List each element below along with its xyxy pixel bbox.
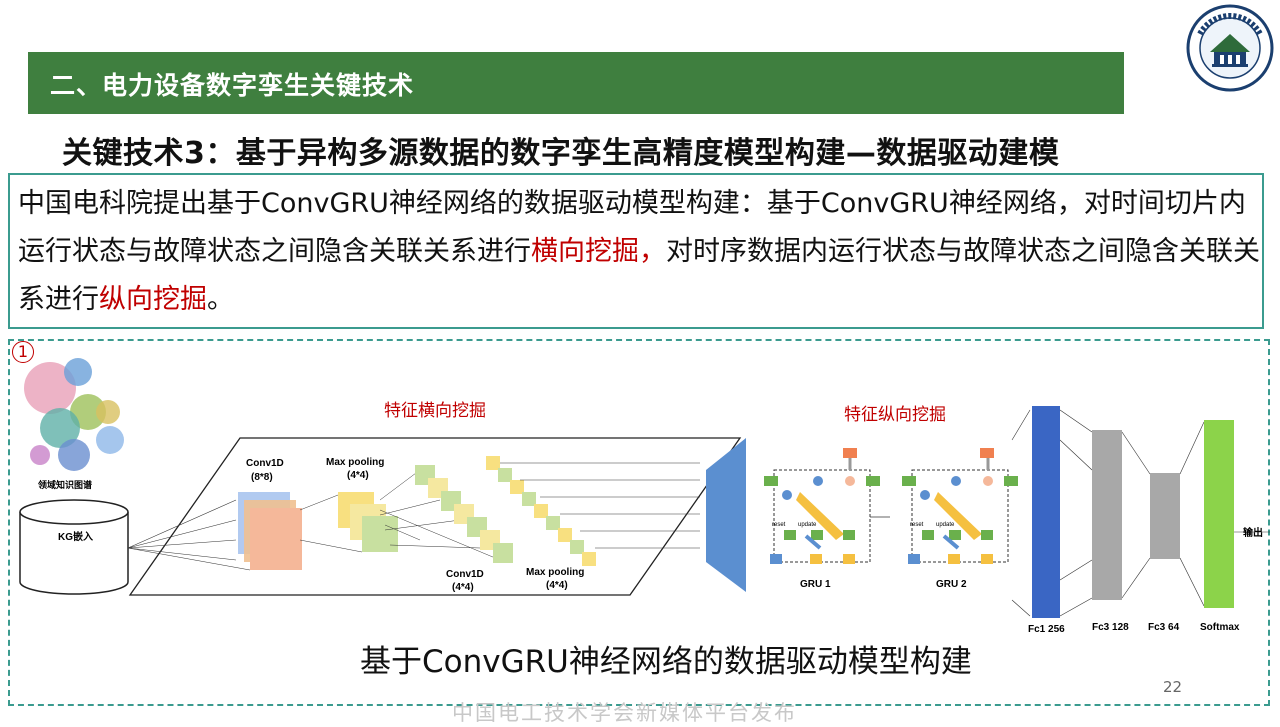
pool2-label: Max pooling: [526, 567, 584, 578]
description-part2: 对时序数据内运行状态与故障状态之间隐含关联关系进行: [18, 236, 1260, 315]
header-bar: [28, 52, 1124, 114]
gru2-label: GRU 2: [936, 579, 967, 590]
conv2-label: Conv1D: [446, 569, 484, 580]
gru1-reset: reset: [772, 522, 786, 528]
output-label: 输出: [1243, 526, 1263, 539]
pool1-feature-maps: [338, 492, 398, 552]
description-part3: 。: [207, 284, 234, 315]
description-box: [8, 173, 1264, 329]
softmax-label: Softmax: [1200, 622, 1240, 633]
fc3-64-label: Fc3 64: [1148, 622, 1180, 633]
horizontal-mining-title: 特征横向挖掘: [384, 401, 486, 420]
key-technology-title: 关键技术3：基于异构多源数据的数字孪生高精度模型构建—数据驱动建模: [62, 136, 1060, 171]
kg-label: 领域知识图谱: [38, 479, 92, 490]
description-text: 中国电科院提出基于ConvGRU神经网络的数据驱动模型构建：基于ConvGRU神…: [18, 180, 1262, 324]
gru2-update: update: [936, 522, 955, 528]
figure-caption: 基于ConvGRU神经网络的数据驱动模型构建: [360, 644, 972, 680]
pool2-size: (4*4): [546, 580, 568, 591]
fc1-layer: [1032, 406, 1060, 618]
conv1-label: Conv1D: [246, 458, 284, 469]
figure-frame: [8, 339, 1270, 706]
kg-embedding-cylinder: [19, 499, 129, 595]
gru1-update: update: [798, 522, 817, 528]
gru1-label: GRU 1: [800, 579, 831, 590]
pool1-lines: [299, 469, 501, 561]
section-title: 二、电力设备数字孪生关键技术: [50, 71, 415, 100]
fc3-128-layer: [1092, 430, 1122, 600]
pool1-size: (4*4): [347, 470, 369, 481]
conv1-size: (8*8): [251, 472, 273, 483]
fc-connections: [1011, 409, 1270, 617]
embedding-lines: [127, 499, 251, 571]
gru2-reset: reset: [910, 522, 924, 528]
university-logo: [1186, 4, 1274, 92]
conv-region: [128, 437, 742, 596]
gru2-cell: [902, 448, 1018, 564]
fc3-128-label: Fc3 128: [1092, 622, 1129, 633]
kg-embed-label: KG嵌入: [58, 530, 93, 543]
watermark: 中国电工技术学会新媒体平台发布: [452, 701, 797, 725]
figure-number: 1: [12, 341, 34, 363]
highlight-vertical: 纵向挖掘: [99, 284, 207, 315]
description-part1: 中国电科院提出基于ConvGRU神经网络的数据驱动模型构建：基于ConvGRU神…: [18, 188, 1246, 267]
page-number: 22: [1163, 678, 1183, 696]
highlight-horizontal: 横向挖掘，: [531, 236, 666, 267]
fc1-label: Fc1 256: [1028, 624, 1065, 635]
knowledge-graph-image: [24, 358, 124, 471]
pool2-feature-maps: [486, 456, 596, 566]
flatten-arrows: [500, 462, 700, 549]
gru1-cell: [764, 448, 880, 564]
conv2-size: (4*4): [452, 582, 474, 593]
fc3-64-layer: [1150, 473, 1180, 559]
vertical-mining-title: 特征纵向挖掘: [844, 405, 946, 424]
flatten-trapezoid: [706, 438, 746, 592]
softmax-layer: [1204, 420, 1234, 608]
conv1-feature-maps: [238, 492, 302, 570]
pool1-label: Max pooling: [326, 457, 384, 468]
conv2-feature-maps: [415, 465, 513, 563]
